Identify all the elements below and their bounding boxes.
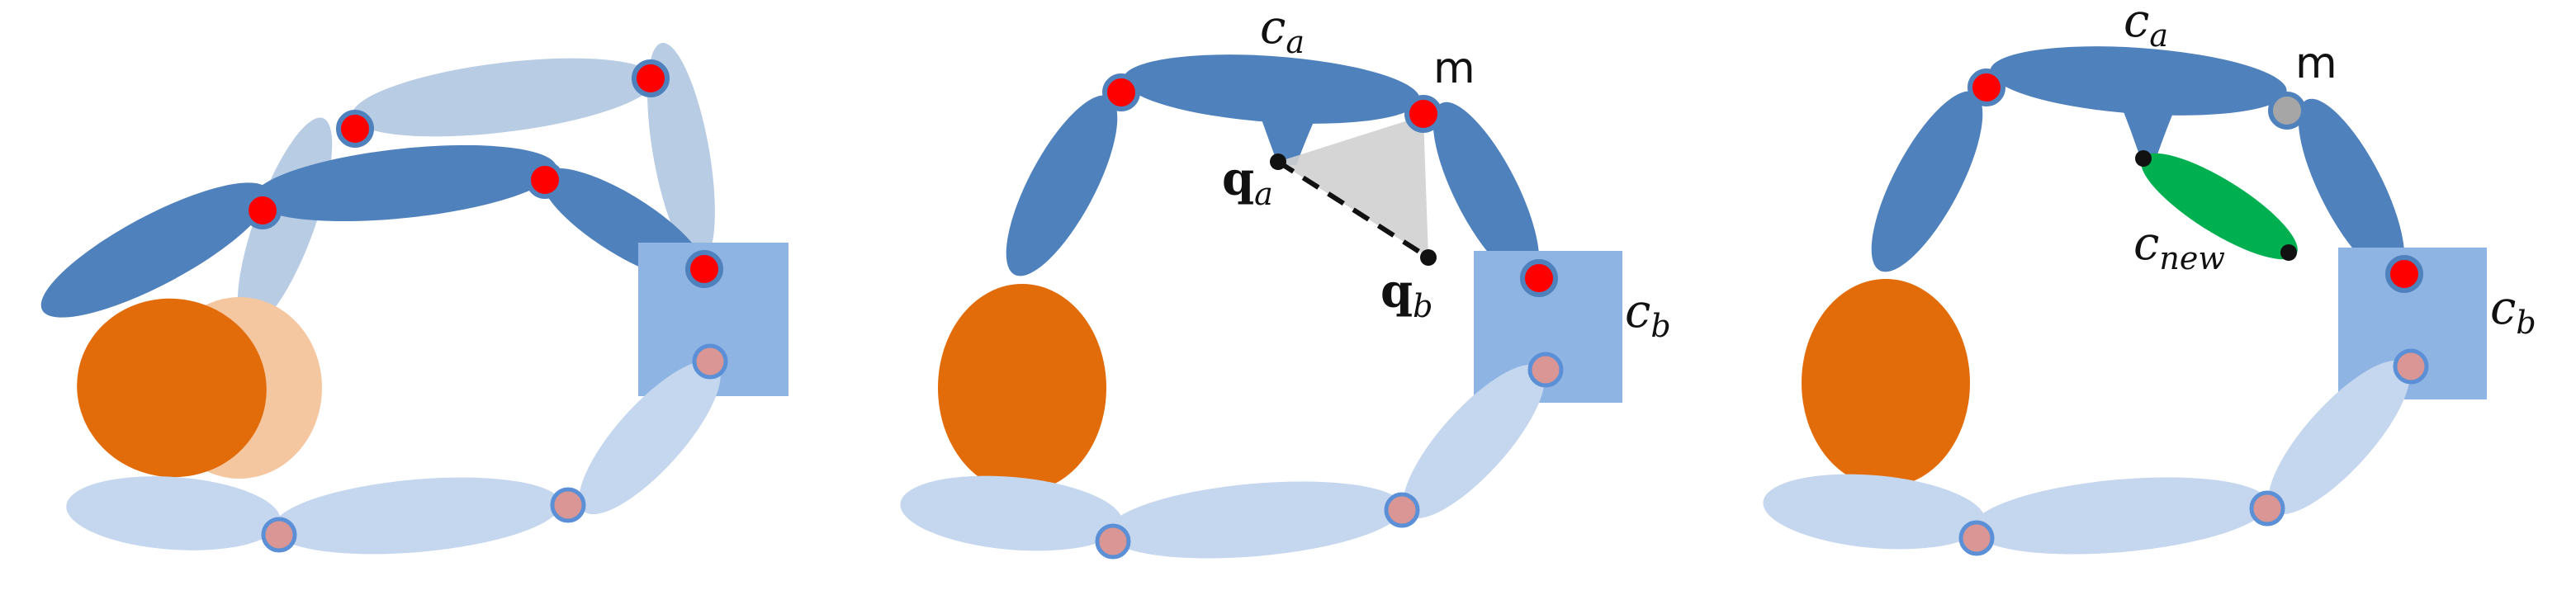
link-cnew (2141, 153, 2298, 260)
label-m: m (1433, 44, 1475, 93)
link-middle (252, 144, 557, 222)
link-ca-hook (1257, 106, 1321, 165)
joint-pink (261, 517, 297, 553)
joint-pink (1384, 492, 1420, 528)
label-cb: cb (1625, 285, 1671, 344)
joint-red (1102, 73, 1140, 111)
link-right (2298, 98, 2405, 278)
joint-m (1404, 95, 1442, 133)
label-qa: qa (1222, 152, 1273, 212)
panel-3: ca m cnew cb (1763, 0, 2536, 556)
lower-link-middle (1106, 481, 1404, 559)
lower-link-right (579, 360, 721, 515)
lower-link-middle (1972, 477, 2269, 555)
label-cnew: cnew (2133, 217, 2225, 276)
joint-red (244, 191, 282, 229)
joint-red (2385, 255, 2423, 293)
link-left (40, 182, 270, 318)
point-qa (1270, 154, 1286, 170)
point-cnew-start (2135, 150, 2152, 167)
label-qb: qb (1380, 264, 1432, 324)
obstacle (77, 298, 267, 478)
joint-red (1520, 259, 1558, 297)
panel-1 (40, 42, 788, 555)
joint-pink (2249, 490, 2285, 527)
link-ca-hook (2119, 97, 2180, 157)
joint-red (526, 161, 564, 199)
lower-link-left (900, 475, 1123, 551)
label-cb: cb (2490, 281, 2536, 341)
joint-pink (1958, 520, 1995, 556)
faded-link-right (647, 42, 715, 263)
joint-pink (692, 343, 728, 380)
panel-2: ca m qa qb cb (900, 1, 1671, 560)
joint-pink (2393, 348, 2429, 385)
joint-pink (550, 487, 586, 523)
point-qb (1420, 249, 1437, 266)
label-m: m (2295, 39, 2337, 88)
lower-link-left (66, 476, 281, 550)
obstacle (1802, 279, 1970, 487)
point-cnew-end (2280, 244, 2297, 261)
link-ca (1123, 54, 1420, 124)
joint-red (685, 250, 723, 288)
obstacle (938, 284, 1106, 492)
joint-red (336, 110, 374, 148)
joint-red (1968, 68, 2005, 106)
joint-pink (1527, 352, 1564, 388)
lower-link-left (1763, 474, 1986, 550)
reach-triangle (1278, 116, 1428, 257)
faded-link-top (352, 58, 656, 137)
lower-link-middle (272, 477, 561, 555)
lower-link-right (1403, 364, 1545, 519)
joint-pink (1095, 523, 1131, 560)
joint-m-grey (2268, 92, 2306, 130)
link-ca (1990, 46, 2287, 116)
lower-link-right (2268, 360, 2410, 515)
link-right (1432, 102, 1540, 281)
link-left (1871, 91, 1983, 272)
joint-red (632, 59, 670, 97)
label-ca: ca (1260, 1, 1305, 60)
label-ca: ca (2124, 0, 2168, 54)
link-left (1006, 95, 1118, 276)
